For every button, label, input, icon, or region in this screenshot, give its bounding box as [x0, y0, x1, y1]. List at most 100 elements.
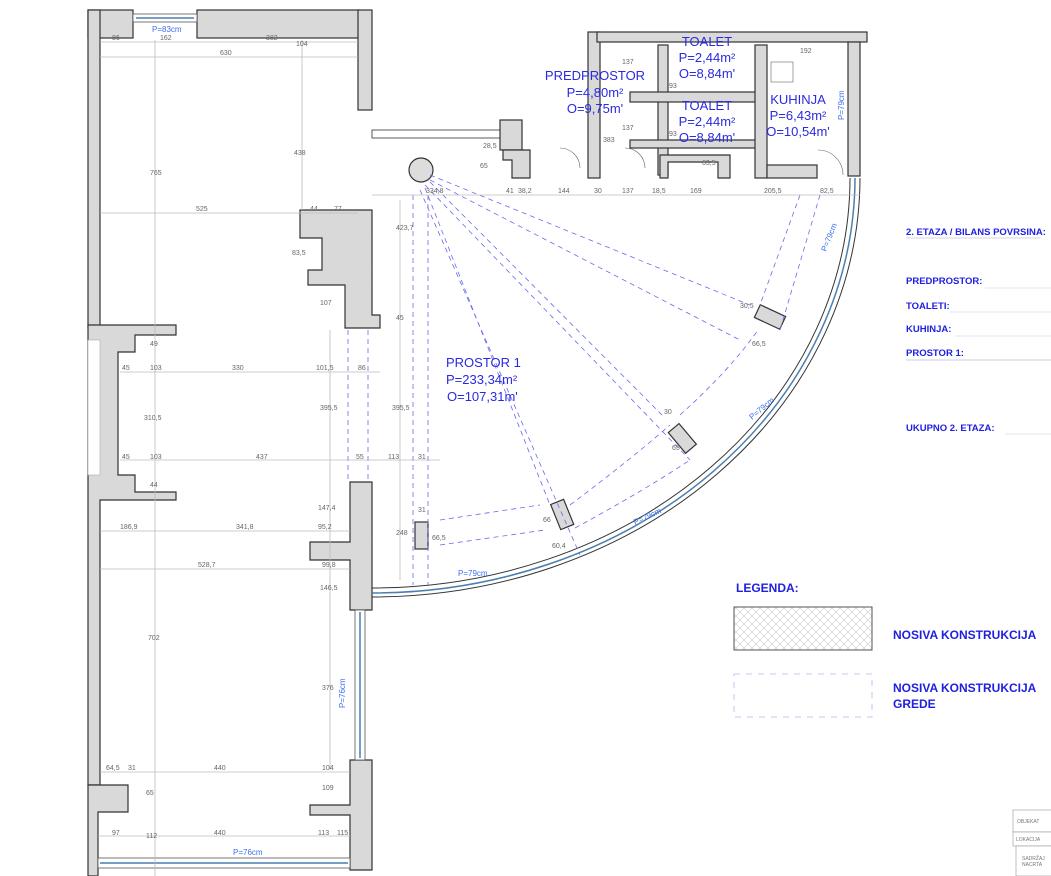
dim-label: 66,5 — [432, 535, 446, 542]
beams — [347, 174, 821, 585]
dim-label: 115 — [337, 830, 348, 837]
room-label-kuhinja: KUHINJA P=6,43m² O=10,54m' — [766, 92, 830, 139]
dim-label: 630 — [220, 50, 232, 57]
panel-total: UKUPNO 2. ETAZA: — [906, 423, 995, 434]
svg-text:LOKACIJA: LOKACIJA — [1016, 837, 1041, 843]
dim-label: 109 — [322, 785, 334, 792]
dim-label: 44 — [150, 482, 158, 489]
dim-label: 93 — [669, 83, 677, 90]
dimension-labels: 86 162 382 104 630 765 438 525 44 77 83,… — [106, 35, 834, 840]
svg-text:PREDPROSTOR: PREDPROSTOR — [545, 68, 645, 83]
dim-label: 103 — [150, 365, 162, 372]
svg-text:KUHINJA: KUHINJA — [770, 92, 826, 107]
window-label-side: P=76cm — [338, 678, 347, 708]
dim-label: 49 — [150, 341, 158, 348]
legend-label: NOSIVA KONSTRUKCIJA — [893, 681, 1037, 695]
svg-text:P=233,34m²: P=233,34m² — [446, 372, 518, 387]
dim-label: 86 — [112, 35, 120, 42]
dim-label: 45 — [122, 454, 130, 461]
dim-label: 395,5 — [392, 405, 410, 412]
dim-label: 169 — [690, 188, 702, 195]
svg-text:SADRŽAJ: SADRŽAJ — [1022, 854, 1045, 862]
dim-label: 28,5 — [483, 143, 497, 150]
dim-label: 341,8 — [236, 524, 254, 531]
service-block — [371, 31, 868, 183]
dim-label: 45 — [396, 315, 404, 322]
legend-label: NOSIVA KONSTRUKCIJA — [893, 628, 1037, 642]
dim-label: 66 — [543, 517, 551, 524]
dim-label: 99,8 — [322, 562, 336, 569]
dim-label: 107 — [320, 300, 332, 307]
window-label-top: P=83cm — [152, 25, 182, 34]
dim-label: 18,5 — [652, 188, 666, 195]
dim-label: 82,5 — [820, 188, 834, 195]
column-icon — [408, 157, 434, 183]
dim-label: 101,5 — [316, 365, 334, 372]
dim-label: 438 — [294, 150, 306, 157]
window-label-arc: P=79cm — [820, 222, 840, 253]
pillars — [414, 303, 787, 550]
dim-label: 137 — [622, 59, 634, 66]
dim-label: 103 — [150, 454, 162, 461]
dim-label: 86 — [358, 365, 366, 372]
svg-text:O=8,84m': O=8,84m' — [679, 66, 735, 81]
dim-label: 66,5 — [752, 341, 766, 348]
dim-label: 63,5 — [702, 160, 716, 167]
dim-label: 765 — [150, 170, 162, 177]
dim-label: 146,5 — [320, 585, 338, 592]
dim-label: 31 — [418, 454, 426, 461]
dim-label: 65 — [672, 445, 680, 452]
dim-label: 330 — [232, 365, 244, 372]
panel-row: KUHINJA: — [906, 324, 951, 335]
window-label-arc: P=79cm — [458, 569, 488, 578]
svg-text:O=9,75m': O=9,75m' — [567, 101, 623, 116]
dim-label: 395,5 — [320, 405, 338, 412]
dim-label: 248 — [396, 530, 408, 537]
svg-text:P=2,44m²: P=2,44m² — [679, 50, 736, 65]
dim-label: 137 — [622, 125, 634, 132]
svg-text:P=6,43m²: P=6,43m² — [770, 108, 827, 123]
panel-row: TOALETI: — [906, 301, 950, 312]
dim-label: 186,9 — [120, 524, 138, 531]
dim-label: 525 — [196, 206, 208, 213]
dim-label: 423,7 — [396, 225, 414, 232]
area-summary-panel: 2. ETAZA / BILANS POVRSINA: PREDPROSTOR:… — [906, 227, 1051, 435]
title-block: OBJEKAT LOKACIJA SADRŽAJ NACRTA — [1012, 809, 1051, 876]
dim-label: 440 — [214, 830, 226, 837]
room-label-toalet-1: TOALET P=2,44m² O=8,84m' — [679, 34, 736, 81]
dimension-lines — [98, 40, 860, 876]
dim-label: 437 — [256, 454, 268, 461]
panel-row: PREDPROSTOR: — [906, 276, 982, 287]
svg-text:PROSTOR 1: PROSTOR 1 — [446, 355, 521, 370]
svg-text:O=107,31m': O=107,31m' — [447, 389, 518, 404]
dim-label: 383 — [603, 137, 615, 144]
dim-label: 113 — [318, 830, 329, 837]
dim-label: 30,5 — [740, 303, 754, 310]
panel-title: 2. ETAZA / BILANS POVRSINA: — [906, 227, 1046, 238]
svg-text:NACRTA: NACRTA — [1022, 862, 1043, 868]
room-label-prostor-1: PROSTOR 1 P=233,34m² O=107,31m' — [446, 355, 521, 404]
dim-label: 65 — [480, 163, 488, 170]
svg-text:TOALET: TOALET — [682, 34, 732, 49]
svg-text:TOALET: TOALET — [682, 98, 732, 113]
legend-swatch-hatched — [733, 606, 873, 651]
dim-label: 144 — [558, 188, 570, 195]
legend-title: LEGENDA: — [736, 581, 799, 595]
legend-swatch-dashed — [733, 673, 873, 718]
dim-label: 44 — [310, 206, 318, 213]
dim-label: 113 — [388, 454, 399, 461]
dim-label: 83,5 — [292, 250, 306, 257]
window-label-kitchen: P=79cm — [837, 90, 846, 120]
dim-label: 162 — [160, 35, 172, 42]
dim-label: 440 — [214, 765, 226, 772]
dim-label: 77 — [334, 206, 342, 213]
dim-label: 528,7 — [198, 562, 216, 569]
dim-label: 382 — [266, 35, 278, 42]
dim-label: 104 — [296, 41, 308, 48]
dim-label: 64,5 — [106, 765, 120, 772]
dim-label: 60,4 — [552, 543, 566, 550]
dim-label: 93 — [669, 131, 677, 138]
dim-label: 137 — [622, 188, 634, 195]
dim-label: 205,5 — [764, 188, 782, 195]
